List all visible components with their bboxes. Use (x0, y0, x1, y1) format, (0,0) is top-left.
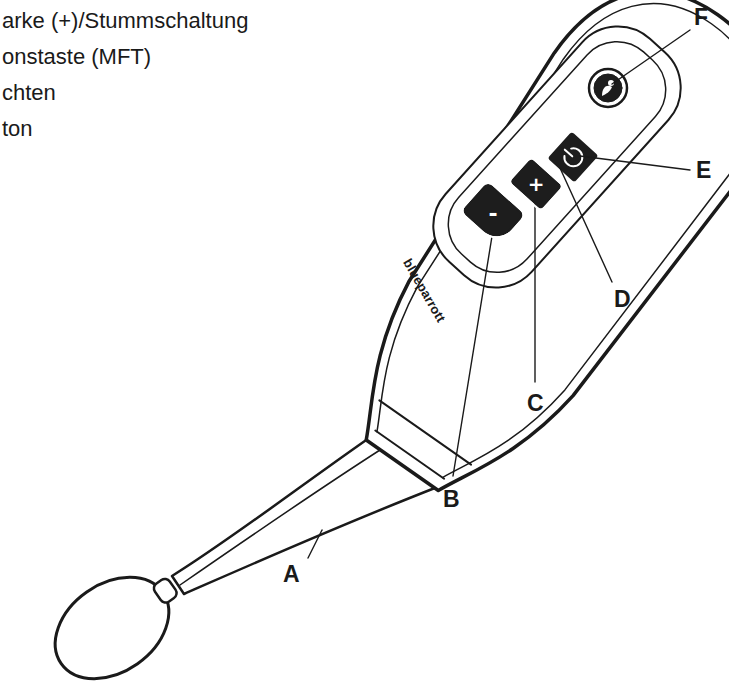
button-symbol: - (488, 201, 497, 226)
round-button (589, 69, 627, 107)
callout-letter: E (696, 157, 711, 184)
legend-text: ton (2, 116, 33, 142)
callout-letter: D (614, 286, 631, 313)
legend-text: chten (2, 80, 56, 106)
callout-letter: C (527, 390, 544, 417)
paddle (36, 550, 198, 682)
callout-letter: A (283, 561, 300, 588)
callout-letter: B (443, 486, 460, 513)
boom-highlight (180, 450, 380, 585)
button-panel (414, 7, 701, 308)
button-symbol: + (528, 172, 545, 196)
leader-lines (308, 30, 690, 558)
legend-text: arke (+)/Stummschaltung (2, 8, 248, 34)
legend-text: onstaste (MFT) (2, 44, 151, 70)
callout-letter: F (694, 4, 708, 31)
housing (311, 0, 729, 530)
